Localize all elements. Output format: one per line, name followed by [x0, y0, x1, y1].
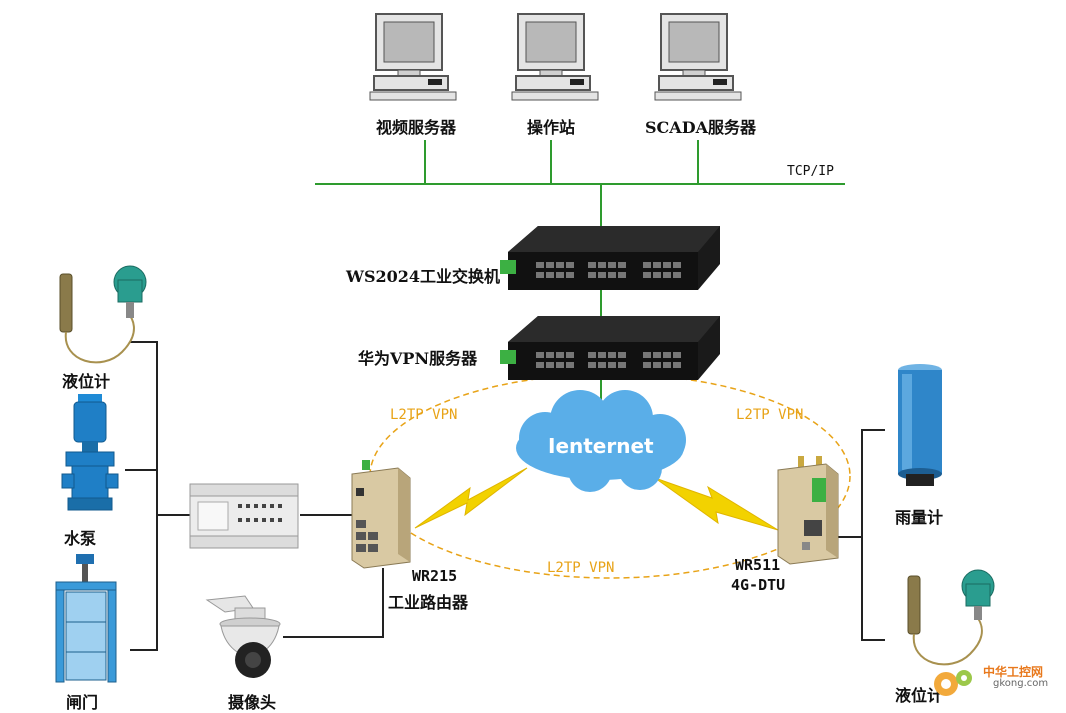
vpn-server-icon: [500, 316, 720, 380]
4g-dtu-icon: [777, 456, 839, 565]
vpn-link-label-right: L2TP VPN: [736, 407, 804, 423]
level-meter-icon: [59, 265, 147, 364]
lightning-left: [414, 467, 528, 529]
switch-label: WS2024工业交换机: [346, 267, 501, 286]
operator-station-label: 操作站: [527, 118, 576, 137]
internet-cloud-label: Ienternet: [548, 434, 654, 458]
industrial-router-icon: [351, 460, 411, 569]
right-bracket: [861, 429, 885, 641]
sluice-gate-icon: [55, 554, 117, 683]
camera-to-router: [283, 568, 384, 638]
vpn-link-label-left: L2TP VPN: [390, 407, 458, 423]
internet-cloud: [516, 390, 686, 492]
plc-icon: [189, 483, 299, 549]
industrial-switch-icon: [500, 226, 720, 290]
level-meter-icon: [907, 569, 995, 666]
left-bracket: [130, 341, 158, 651]
rain-gauge-icon: [898, 364, 942, 486]
tcpip-label: TCP/IP: [787, 164, 834, 179]
computer-icon: [654, 13, 742, 101]
scada-server-label: SCADA服务器: [645, 118, 756, 137]
dtu-model-label: WR511: [735, 556, 781, 574]
lightning-right: [654, 477, 779, 531]
vpn-server-label: 华为VPN服务器: [358, 349, 478, 368]
watermark-url: gkong.com: [993, 678, 1049, 689]
computer-icon: [369, 13, 457, 101]
right-level-meter-label: 液位计: [895, 686, 944, 705]
camera-label: 摄像头: [228, 693, 277, 712]
video-server-label: 视频服务器: [376, 118, 457, 137]
rain-gauge-label: 雨量计: [895, 508, 944, 527]
vpn-link-label-bottom: L2TP VPN: [547, 560, 615, 576]
router-model-label: WR215: [412, 567, 458, 585]
computer-icon: [511, 13, 599, 101]
dtu-name-label: 4G-DTU: [731, 576, 786, 594]
camera-icon: [205, 595, 281, 678]
left-level-meter-label: 液位计: [62, 372, 111, 391]
pump-label: 水泵: [64, 529, 97, 548]
gear-icon: [934, 670, 972, 696]
water-pump-icon: [61, 394, 119, 511]
gate-label: 闸门: [66, 693, 99, 712]
vpn-ellipse: [369, 373, 851, 579]
watermark-cn: 中华工控网: [983, 665, 1044, 679]
router-name-label: 工业路由器: [388, 593, 469, 612]
